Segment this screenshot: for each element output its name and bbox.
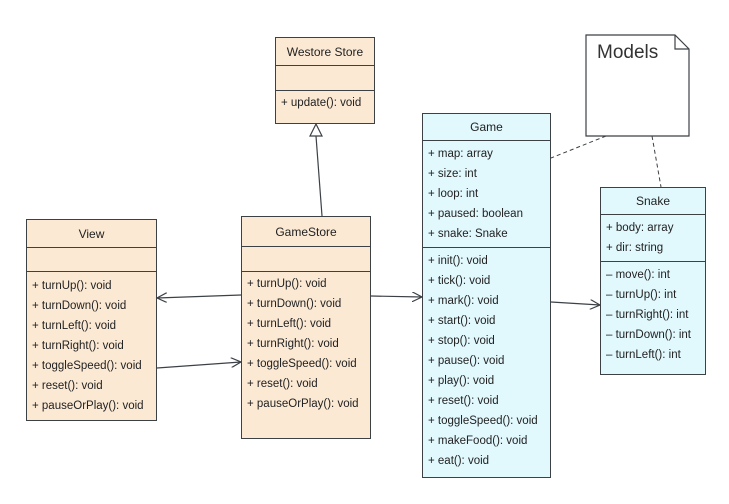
method-row: + makeFood(): void <box>428 435 528 447</box>
method-row: + pauseOrPlay(): void <box>32 400 144 412</box>
association-gamestore-to-game <box>370 296 422 297</box>
class-view[interactable]: View + turnUp(): void + turnDown(): void… <box>26 219 157 421</box>
method-row: + eat(): void <box>428 455 490 467</box>
attribute-row: + body: array <box>606 222 674 234</box>
method-row: + start(): void <box>428 315 496 327</box>
method-row: + play(): void <box>428 375 495 387</box>
class-westore-store-name: Westore Store <box>276 38 374 66</box>
method-row: + turnRight(): void <box>247 338 339 350</box>
method-row: + toggleSpeed(): void <box>428 415 538 427</box>
method-row: + turnDown(): void <box>32 300 127 312</box>
attribute-row: + map: array <box>428 148 493 160</box>
class-westore-store-attributes <box>276 66 374 91</box>
class-snake[interactable]: Snake + body: array + dir: string – move… <box>600 187 706 375</box>
class-gamestore-name: GameStore <box>242 217 370 247</box>
generalization-arrowhead <box>309 122 323 137</box>
class-gamestore-methods: + turnUp(): void + turnDown(): void + tu… <box>242 272 370 414</box>
method-row: + tick(): void <box>428 275 491 287</box>
attribute-row: + dir: string <box>606 242 664 254</box>
method-row: + update(): void <box>281 97 362 109</box>
attribute-row: + size: int <box>428 168 477 180</box>
method-row: – turnUp(): int <box>606 289 677 301</box>
method-row: + reset(): void <box>32 380 103 392</box>
class-westore-store-methods: + update(): void <box>276 91 374 113</box>
models-note-fold <box>674 35 689 50</box>
class-gamestore-attributes <box>242 247 370 272</box>
class-game-methods: + init(): void + tick(): void + mark(): … <box>423 248 550 471</box>
class-game[interactable]: Game + map: array + size: int + loop: in… <box>422 113 551 478</box>
class-view-methods: + turnUp(): void + turnDown(): void + tu… <box>27 272 156 416</box>
class-westore-store[interactable]: Westore Store + update(): void <box>275 37 375 124</box>
association-gamestore-to-view <box>157 295 242 298</box>
method-row: + turnDown(): void <box>247 298 342 310</box>
note-link-game <box>550 135 607 159</box>
class-view-name: View <box>27 220 156 248</box>
class-game-attributes: + map: array + size: int + loop: int + p… <box>423 141 550 248</box>
method-row: + toggleSpeed(): void <box>247 358 357 370</box>
class-view-attributes <box>27 248 156 272</box>
method-row: + mark(): void <box>428 295 499 307</box>
class-snake-attributes: + body: array + dir: string <box>601 215 705 262</box>
association-game-to-snake <box>550 302 600 305</box>
method-row: + stop(): void <box>428 335 495 347</box>
method-row: + turnUp(): void <box>32 280 112 292</box>
note-link-snake <box>651 135 662 188</box>
class-gamestore[interactable]: GameStore + turnUp(): void + turnDown():… <box>241 216 371 439</box>
method-row: + toggleSpeed(): void <box>32 360 142 372</box>
association-view-to-gamestore <box>156 362 241 369</box>
method-row: – turnLeft(): int <box>606 349 681 361</box>
method-row: + turnUp(): void <box>247 278 327 290</box>
class-game-name: Game <box>423 114 550 141</box>
method-row: – move(): int <box>606 269 670 281</box>
method-row: – turnDown(): int <box>606 329 692 341</box>
attribute-row: + paused: boolean <box>428 208 523 220</box>
attribute-row: + loop: int <box>428 188 479 200</box>
generalization-edge <box>315 135 323 217</box>
class-snake-methods: – move(): int – turnUp(): int – turnRigh… <box>601 262 705 365</box>
method-row: – turnRight(): int <box>606 309 689 321</box>
method-row: + pauseOrPlay(): void <box>247 398 359 410</box>
models-note-label: Models <box>597 42 659 63</box>
class-snake-name: Snake <box>601 188 705 215</box>
method-row: + init(): void <box>428 255 488 267</box>
method-row: + turnLeft(): void <box>247 318 332 330</box>
method-row: + reset(): void <box>428 395 499 407</box>
attribute-row: + snake: Snake <box>428 228 508 240</box>
method-row: + turnLeft(): void <box>32 320 117 332</box>
method-row: + pause(): void <box>428 355 505 367</box>
method-row: + reset(): void <box>247 378 318 390</box>
method-row: + turnRight(): void <box>32 340 124 352</box>
models-note-shape <box>585 34 690 137</box>
